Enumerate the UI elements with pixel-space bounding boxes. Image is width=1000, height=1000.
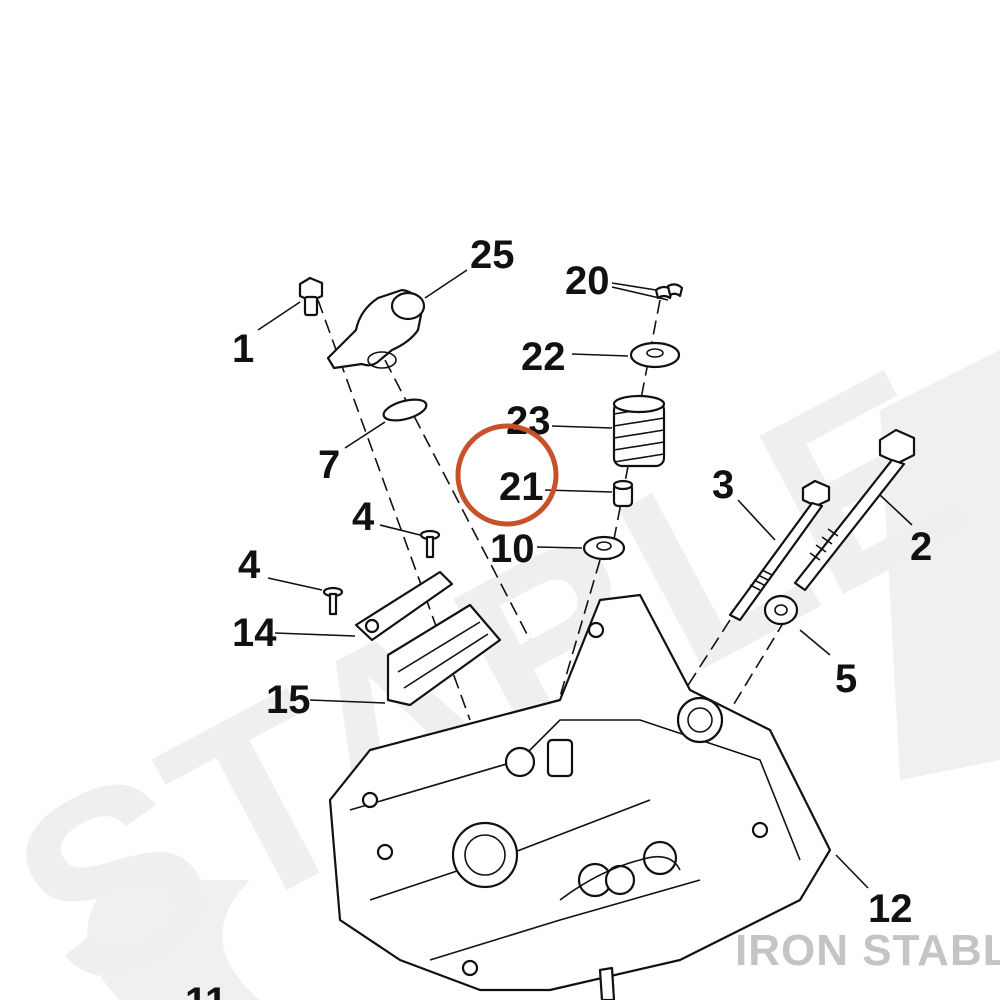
part-clip-plate-14 xyxy=(354,570,454,642)
callout-4-lower: 4 xyxy=(238,543,261,587)
callout-4-upper: 4 xyxy=(352,495,375,539)
callout-1: 1 xyxy=(232,327,254,371)
callout-5: 5 xyxy=(835,657,857,701)
callout-3: 3 xyxy=(712,463,734,507)
callout-23: 23 xyxy=(506,399,551,443)
part-spring-seat-10 xyxy=(582,535,626,561)
callout-22: 22 xyxy=(521,335,566,379)
callout-14: 14 xyxy=(232,611,277,655)
part-o-ring-7 xyxy=(382,398,428,422)
callout-2: 2 xyxy=(910,525,932,569)
callout-10: 10 xyxy=(490,527,535,571)
leader-lines xyxy=(257,269,913,889)
watermark-brand-text: IRON STABLE xyxy=(735,926,1000,975)
part-spring-retainer-22 xyxy=(629,341,681,369)
part-valve-spring-23 xyxy=(612,394,666,468)
part-head-bolt-3 xyxy=(728,479,831,622)
part-cylinder-head-12 xyxy=(328,593,832,1000)
callout-20: 20 xyxy=(565,259,610,303)
part-screw-4-lower xyxy=(322,586,344,616)
part-valve-seal-21 xyxy=(612,479,634,508)
highlight-ring xyxy=(455,423,559,527)
callout-25: 25 xyxy=(470,233,515,277)
callout-15: 15 xyxy=(266,678,311,722)
part-bolt-1 xyxy=(298,276,324,317)
part-elbow-fitting-25 xyxy=(326,288,426,370)
callout-labels: 1 2 3 4 4 5 7 10 11 12 14 15 20 21 22 23… xyxy=(185,233,932,1000)
part-baffle-15 xyxy=(386,603,502,707)
part-head-bolt-2 xyxy=(793,428,916,592)
callout-7: 7 xyxy=(318,443,340,487)
part-valve-keepers-20 xyxy=(654,283,684,300)
part-washer-5 xyxy=(763,594,799,626)
callout-12: 12 xyxy=(868,887,913,931)
part-screw-4-upper xyxy=(419,529,441,559)
callout-21: 21 xyxy=(499,465,544,509)
callout-11: 11 xyxy=(185,980,227,1000)
